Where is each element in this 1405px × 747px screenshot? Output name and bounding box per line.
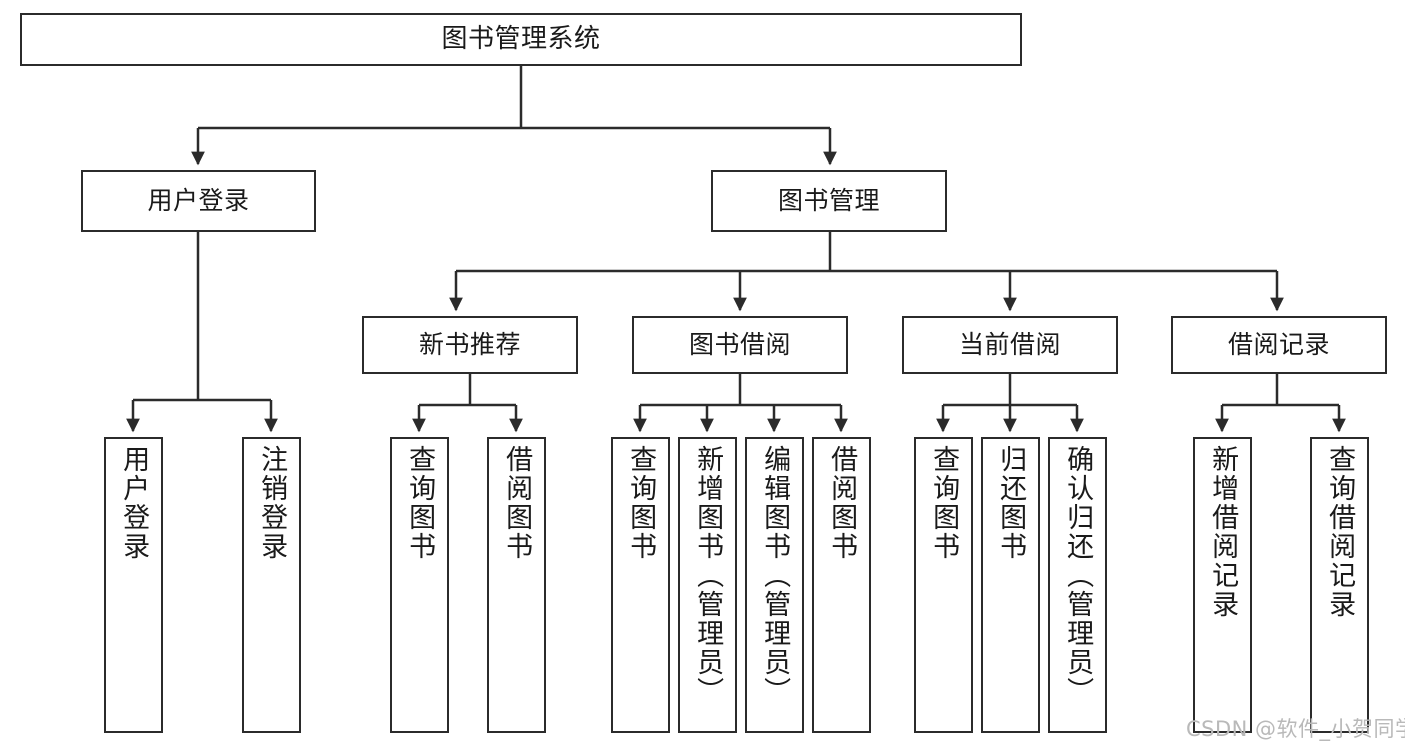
node-leaf-logout-login-label: 注销登录 [256, 445, 288, 561]
node-leaf-add-record-label: 新增借阅记录 [1207, 445, 1239, 619]
node-leaf-edit-book[interactable]: 编辑图书（管理员） [745, 437, 804, 733]
node-book-borrow-label: 图书借阅 [688, 329, 791, 359]
node-new-book-recommend-label: 新书推荐 [418, 329, 521, 359]
node-leaf-return-book-label: 归还图书 [995, 445, 1027, 561]
node-leaf-user-login[interactable]: 用户登录 [104, 437, 163, 733]
node-leaf-query-record-label: 查询借阅记录 [1324, 445, 1356, 619]
node-leaf-borrow-book-2[interactable]: 借阅图书 [812, 437, 871, 733]
node-borrow-record[interactable]: 借阅记录 [1171, 316, 1387, 374]
node-leaf-borrow-book-2-label: 借阅图书 [826, 445, 858, 561]
node-leaf-add-book-label: 新增图书（管理员） [692, 445, 724, 706]
node-leaf-return-book[interactable]: 归还图书 [981, 437, 1040, 733]
node-leaf-query-book-2[interactable]: 查询图书 [611, 437, 670, 733]
node-book-management-label: 图书管理 [777, 185, 880, 215]
node-leaf-logout-login[interactable]: 注销登录 [242, 437, 301, 733]
node-borrow-record-label: 借阅记录 [1227, 329, 1330, 359]
node-book-management[interactable]: 图书管理 [711, 170, 947, 232]
node-user-login[interactable]: 用户登录 [81, 170, 316, 232]
node-leaf-confirm-return[interactable]: 确认归还（管理员） [1048, 437, 1107, 733]
watermark-text: CSDN @软件_小贺同学 [1186, 717, 1405, 741]
node-new-book-recommend[interactable]: 新书推荐 [362, 316, 578, 374]
node-leaf-user-login-label: 用户登录 [118, 445, 150, 561]
node-leaf-query-book-1-label: 查询图书 [404, 445, 436, 561]
node-root[interactable]: 图书管理系统 [20, 13, 1022, 66]
node-leaf-edit-book-label: 编辑图书（管理员） [759, 445, 791, 706]
node-leaf-query-record[interactable]: 查询借阅记录 [1310, 437, 1369, 733]
node-user-login-label: 用户登录 [147, 185, 250, 215]
node-root-label: 图书管理系统 [441, 23, 601, 54]
node-leaf-borrow-book-1-label: 借阅图书 [501, 445, 533, 561]
node-leaf-query-book-1[interactable]: 查询图书 [390, 437, 449, 733]
node-leaf-borrow-book-1[interactable]: 借阅图书 [487, 437, 546, 733]
node-current-borrow[interactable]: 当前借阅 [902, 316, 1118, 374]
node-current-borrow-label: 当前借阅 [958, 329, 1061, 359]
node-leaf-confirm-return-label: 确认归还（管理员） [1062, 445, 1094, 706]
node-book-borrow[interactable]: 图书借阅 [632, 316, 848, 374]
node-leaf-add-book[interactable]: 新增图书（管理员） [678, 437, 737, 733]
node-leaf-add-record[interactable]: 新增借阅记录 [1193, 437, 1252, 733]
node-leaf-query-book-3[interactable]: 查询图书 [914, 437, 973, 733]
node-leaf-query-book-2-label: 查询图书 [625, 445, 657, 561]
node-leaf-query-book-3-label: 查询图书 [928, 445, 960, 561]
